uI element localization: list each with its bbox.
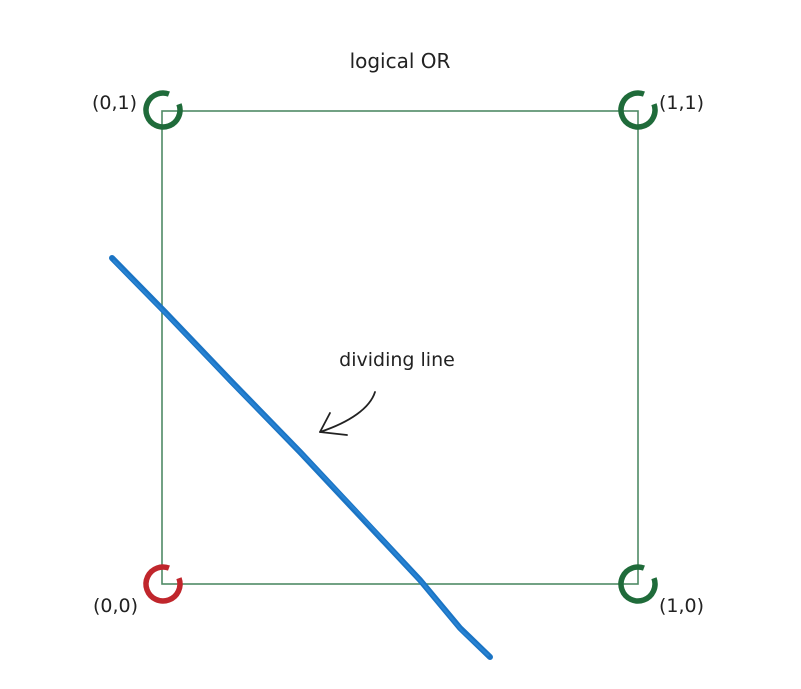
dividing-line-annotation: dividing line (339, 349, 455, 371)
point-1-0: (1,0) (618, 564, 704, 617)
point-0-1-ring-icon (143, 90, 183, 130)
point-1-0-ring-icon (618, 564, 658, 604)
unit-square (161, 110, 639, 585)
diagram-title: logical OR (350, 49, 451, 73)
point-0-1: (0,1) (92, 90, 183, 130)
dividing-line (109, 255, 493, 660)
point-0-0-label: (0,0) (93, 595, 138, 617)
point-1-1: (1,1) (618, 90, 704, 130)
annotation-arrow-icon (319, 391, 376, 436)
point-1-1-ring-icon (618, 90, 658, 130)
point-0-0-ring-icon (143, 564, 183, 604)
point-0-1-label: (0,1) (92, 92, 137, 114)
point-0-0: (0,0) (93, 564, 183, 617)
point-1-1-label: (1,1) (659, 92, 704, 114)
point-1-0-label: (1,0) (659, 595, 704, 617)
